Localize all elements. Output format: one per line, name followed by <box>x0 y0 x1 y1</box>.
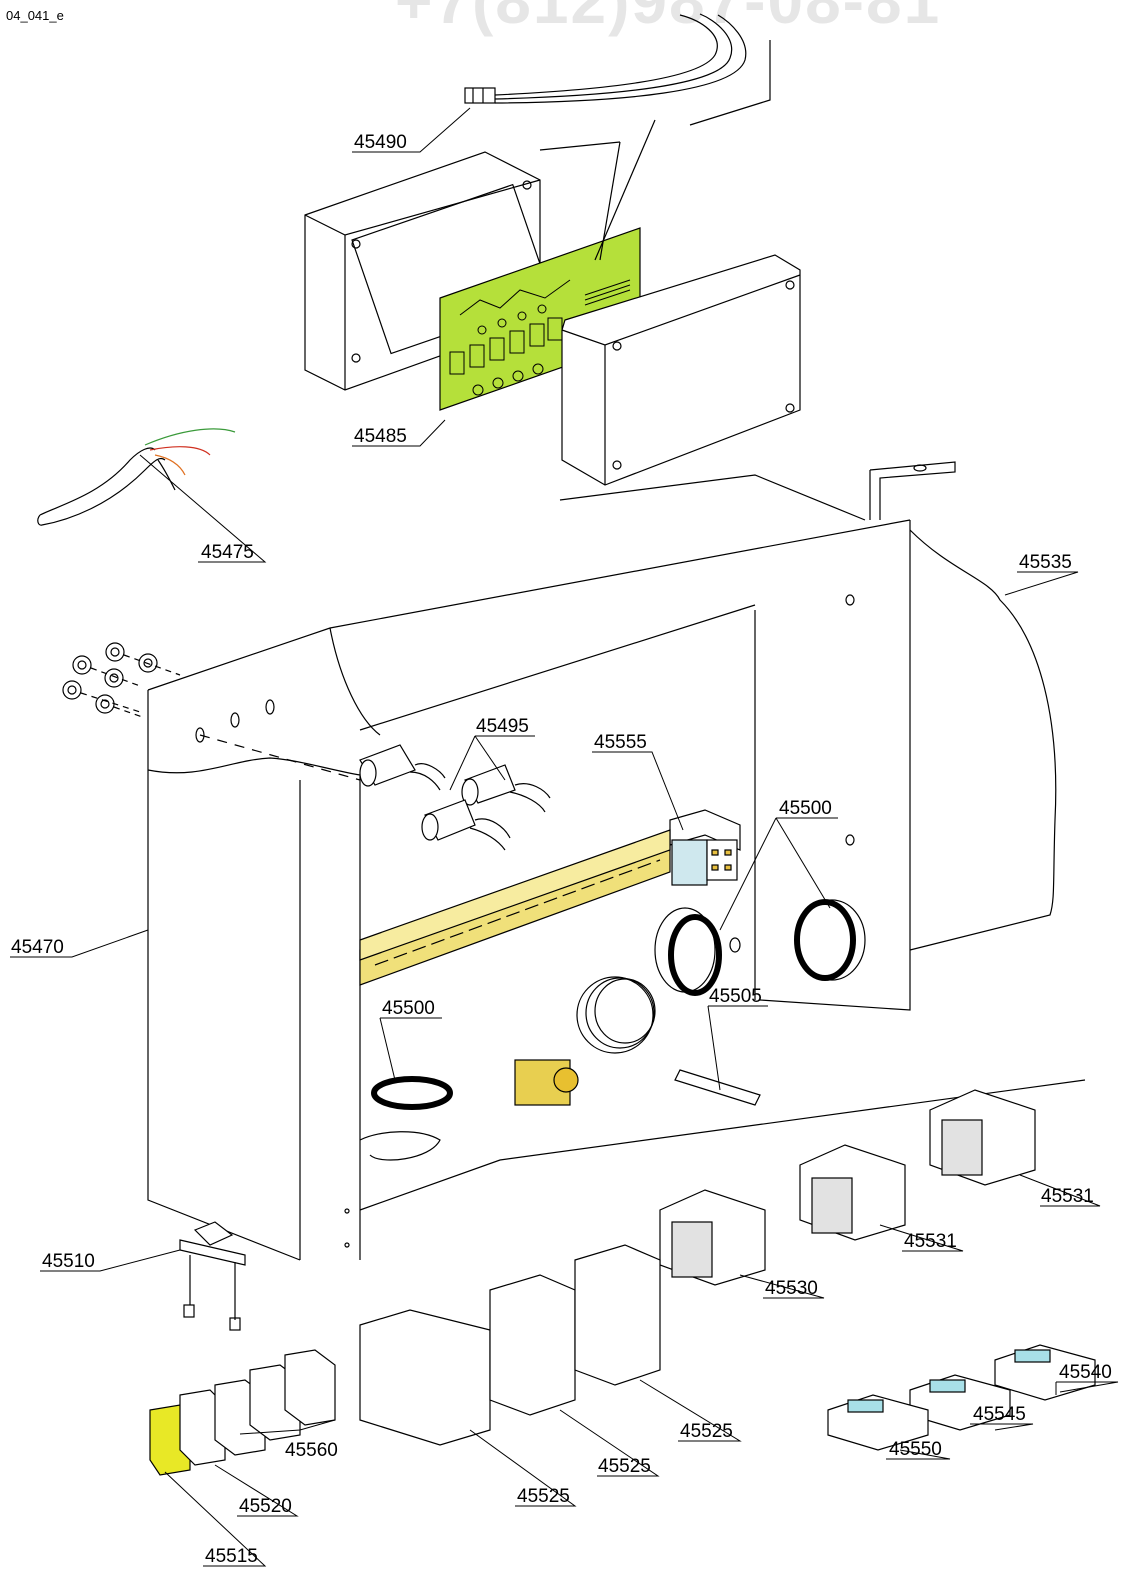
power-contactors <box>359 1244 661 1446</box>
callout-45495: 45495 <box>476 716 529 737</box>
contactors <box>659 1089 1036 1286</box>
callout-45525-left: 45525 <box>517 1486 570 1507</box>
callout-labels: 45490 45485 45475 45535 45495 45555 4550… <box>11 132 1112 1567</box>
callout-45510: 45510 <box>42 1251 95 1272</box>
callout-45531-lower: 45531 <box>904 1231 957 1252</box>
callout-45525-right: 45525 <box>680 1421 733 1442</box>
main-cabinet <box>147 461 1086 1261</box>
callout-45545: 45545 <box>973 1404 1026 1425</box>
callout-45525-middle: 45525 <box>598 1456 651 1477</box>
power-cable <box>37 428 236 526</box>
figure-id: 04_041_e <box>6 8 64 23</box>
thermostat <box>514 976 761 1106</box>
callout-45530: 45530 <box>765 1278 818 1299</box>
enclosure-box-front <box>539 119 801 486</box>
watermark-phone: +7(812)987-08-81 <box>395 0 942 37</box>
timer-relays <box>827 1344 1096 1451</box>
capacitors <box>359 744 551 851</box>
callout-45490: 45490 <box>354 132 407 153</box>
terminal-blocks <box>149 1349 336 1476</box>
callout-45515: 45515 <box>205 1546 258 1567</box>
callout-45555: 45555 <box>594 732 647 753</box>
callout-45540: 45540 <box>1059 1362 1112 1383</box>
callout-45500-left: 45500 <box>382 998 435 1019</box>
enclosure-box-back <box>304 151 553 391</box>
din-rail <box>359 829 671 986</box>
callout-45505: 45505 <box>709 986 762 1007</box>
wire-harness <box>464 13 771 126</box>
callout-45485: 45485 <box>354 426 407 447</box>
nuts-and-washers <box>62 642 181 719</box>
leader-lines <box>10 107 1119 1567</box>
callout-45520: 45520 <box>239 1496 292 1517</box>
gasket-rings <box>371 899 866 1110</box>
callout-45470: 45470 <box>11 937 64 958</box>
mounting-foot <box>179 1221 246 1331</box>
callout-45535: 45535 <box>1019 552 1072 573</box>
rocker-switch <box>669 809 741 886</box>
callout-45560: 45560 <box>285 1440 338 1461</box>
callout-45531-upper: 45531 <box>1041 1186 1094 1207</box>
callout-45550: 45550 <box>889 1439 942 1460</box>
callout-45475: 45475 <box>201 542 254 563</box>
callout-45500-right: 45500 <box>779 798 832 819</box>
